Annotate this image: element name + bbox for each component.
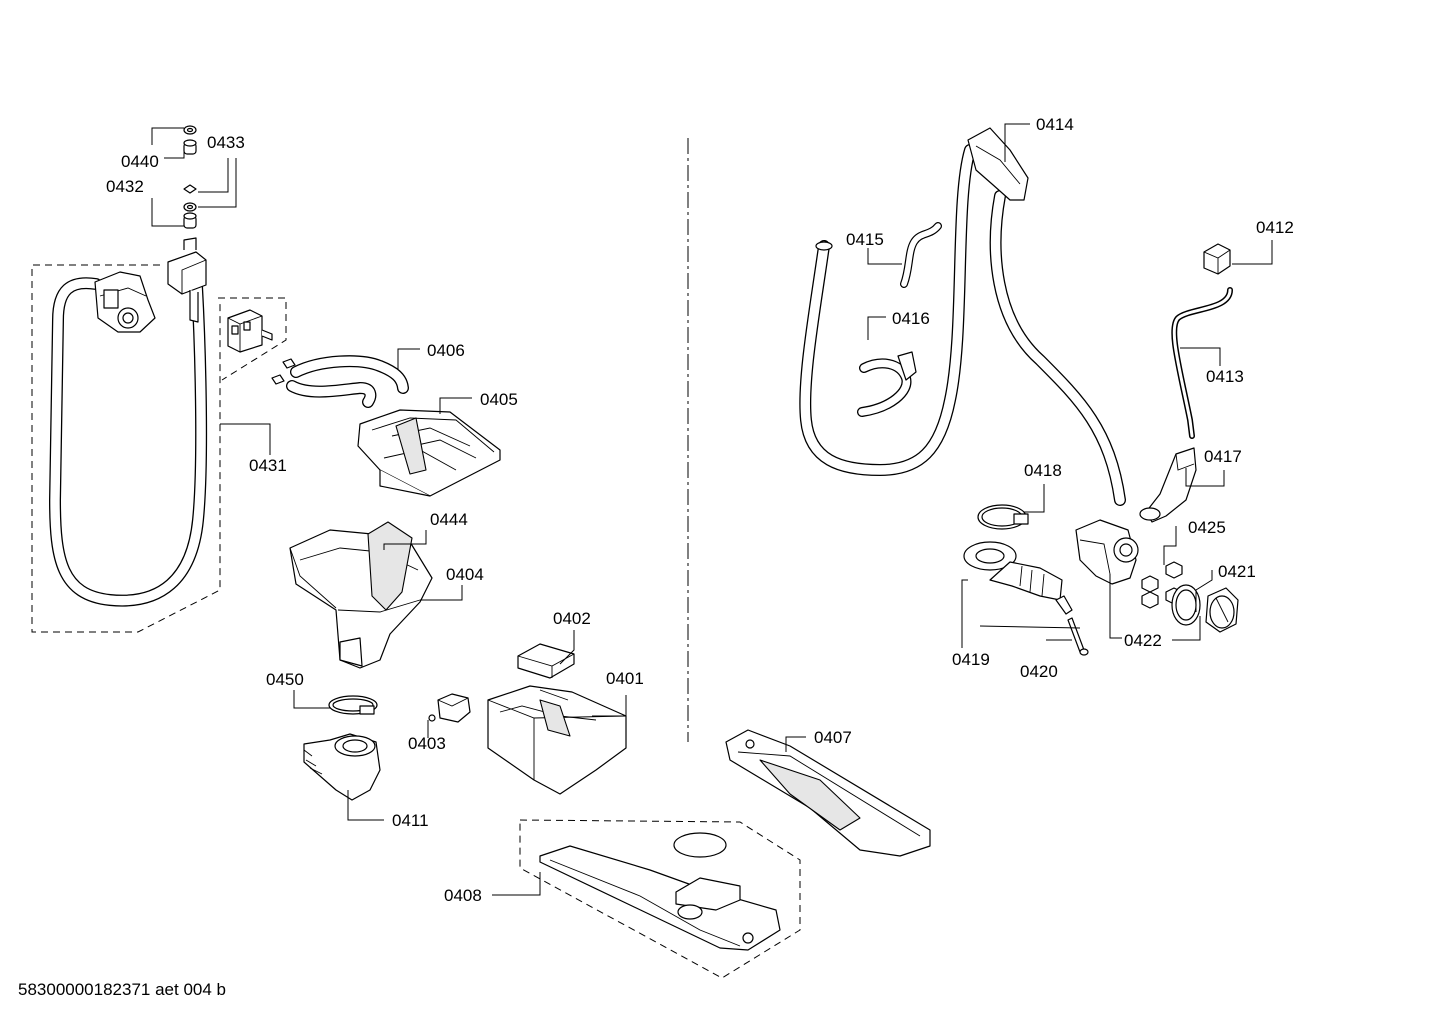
screw-0420: [1067, 617, 1089, 656]
pressure-switch-0412: [1203, 243, 1231, 275]
label-0421: 0421: [1218, 562, 1256, 581]
label-0414: 0414: [1036, 115, 1074, 134]
cover-0402: [517, 643, 575, 679]
drain-pump-0422: [1075, 519, 1139, 585]
label-0433: 0433: [207, 133, 245, 152]
label-0422: 0422: [1124, 631, 1162, 650]
hose-bracket-0416: [857, 351, 917, 417]
inlet-valve-0431: [227, 309, 273, 353]
aquastop-valve: [94, 271, 156, 333]
frame-0408: [539, 832, 781, 951]
label-0420: 0420: [1020, 662, 1058, 681]
distributor-0405: [357, 409, 501, 497]
label-0440: 0440: [121, 152, 159, 171]
label-0403: 0403: [408, 734, 446, 753]
label-0411: 0411: [392, 811, 429, 830]
inlet-hose: [49, 237, 208, 607]
inlet-valve-boundary: [218, 297, 287, 381]
air-trap-0417: [1139, 447, 1197, 523]
label-0432: 0432: [106, 177, 144, 196]
hose-clamp-0418: [977, 504, 1029, 530]
label-0413: 0413: [1206, 367, 1244, 386]
frame-0408-boundary: [519, 819, 801, 979]
hose-clamp-0450: [328, 695, 378, 715]
label-0450: 0450: [266, 670, 304, 689]
sump-hose-0419: [963, 541, 1073, 615]
label-0425: 0425: [1188, 518, 1226, 537]
label-0405: 0405: [480, 390, 518, 409]
label-0408: 0408: [444, 886, 482, 905]
label-0415: 0415: [846, 230, 884, 249]
label-0406: 0406: [427, 341, 465, 360]
part-labels: 0440 0433 0432 0406 0405 0431 0444 0404 …: [106, 115, 1294, 905]
detergent-drawer-housing-0404: [289, 521, 433, 669]
hose-fittings: [183, 125, 197, 229]
filter-0421: [1171, 584, 1239, 633]
frame-0407: [725, 729, 931, 857]
pressure-hose-0413: [1171, 287, 1233, 439]
hoses-0406: [271, 355, 409, 408]
hose-0415: [900, 222, 942, 288]
drain-hose-0414: [799, 127, 1126, 506]
part-0403: [428, 693, 471, 723]
label-0431: 0431: [249, 456, 287, 475]
label-0417: 0417: [1204, 447, 1242, 466]
label-0412: 0412: [1256, 218, 1294, 237]
label-0444: 0444: [430, 510, 468, 529]
detergent-drawer-0401: [487, 685, 627, 795]
label-0404: 0404: [446, 565, 484, 584]
label-0419: 0419: [952, 650, 990, 669]
label-0401: 0401: [606, 669, 644, 688]
label-0402: 0402: [553, 609, 591, 628]
bellow-0411: [303, 733, 381, 801]
drawing-code: 58300000182371 aet 004 b: [18, 980, 226, 999]
label-0407: 0407: [814, 728, 852, 747]
label-0418: 0418: [1024, 461, 1062, 480]
label-0416: 0416: [892, 309, 930, 328]
